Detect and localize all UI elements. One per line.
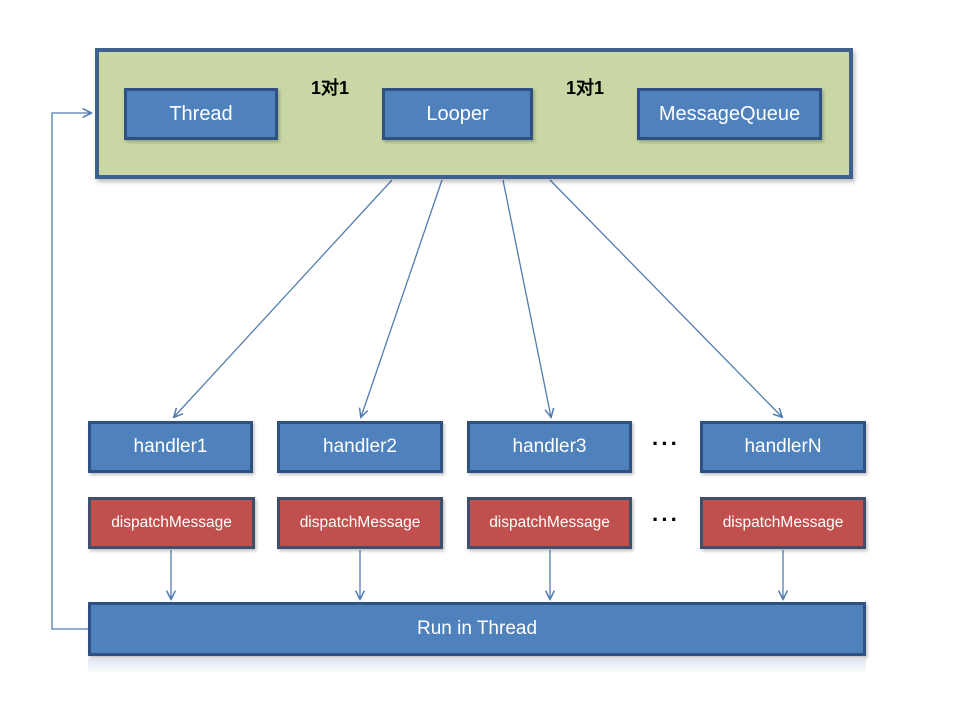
message-queue-box-label: MessageQueue: [658, 102, 801, 125]
handler1-label: handler1: [133, 436, 208, 457]
looper-box[interactable]: Looper: [382, 88, 533, 140]
message-queue-box[interactable]: MessageQueue: [637, 88, 822, 140]
dispatch3-box[interactable]: dispatchMessage: [467, 497, 632, 549]
handlerN-label: handlerN: [744, 436, 822, 457]
dispatch2-box[interactable]: dispatchMessage: [277, 497, 443, 549]
handlerN-box[interactable]: handlerN: [700, 421, 866, 473]
thread-box-label: Thread: [169, 102, 233, 125]
relation-label-thread-looper: 1对1: [310, 78, 350, 98]
handler1-box[interactable]: handler1: [88, 421, 253, 473]
handler2-label: handler2: [323, 436, 397, 457]
arrow-looper-handler3: [502, 179, 551, 417]
arrow-looper-handler2: [361, 179, 443, 417]
run-box-reflection: [88, 659, 866, 674]
dispatch1-box[interactable]: dispatchMessage: [88, 497, 255, 549]
run-in-thread-box[interactable]: Run in Thread: [88, 602, 866, 656]
arrow-looper-handler1: [174, 179, 393, 417]
run-in-thread-label: Run in Thread: [416, 618, 538, 639]
handler2-box[interactable]: handler2: [277, 421, 443, 473]
looper-box-label: Looper: [426, 102, 489, 125]
dispatch2-label: dispatchMessage: [299, 514, 421, 531]
dispatch-row-ellipsis: ···: [652, 507, 680, 532]
relation-label-looper-queue: 1对1: [565, 78, 605, 98]
handler3-label: handler3: [512, 436, 587, 457]
dispatch1-label: dispatchMessage: [111, 514, 232, 531]
arrow-run-to-thread-feedback: [51, 113, 91, 630]
handler3-box[interactable]: handler3: [467, 421, 632, 473]
dispatchN-label: dispatchMessage: [722, 514, 844, 531]
dispatch3-label: dispatchMessage: [489, 514, 610, 531]
thread-box[interactable]: Thread: [124, 88, 278, 140]
arrow-looper-handlerN: [549, 179, 782, 417]
dispatchN-box[interactable]: dispatchMessage: [700, 497, 866, 549]
handler-row-ellipsis: ···: [652, 431, 680, 456]
